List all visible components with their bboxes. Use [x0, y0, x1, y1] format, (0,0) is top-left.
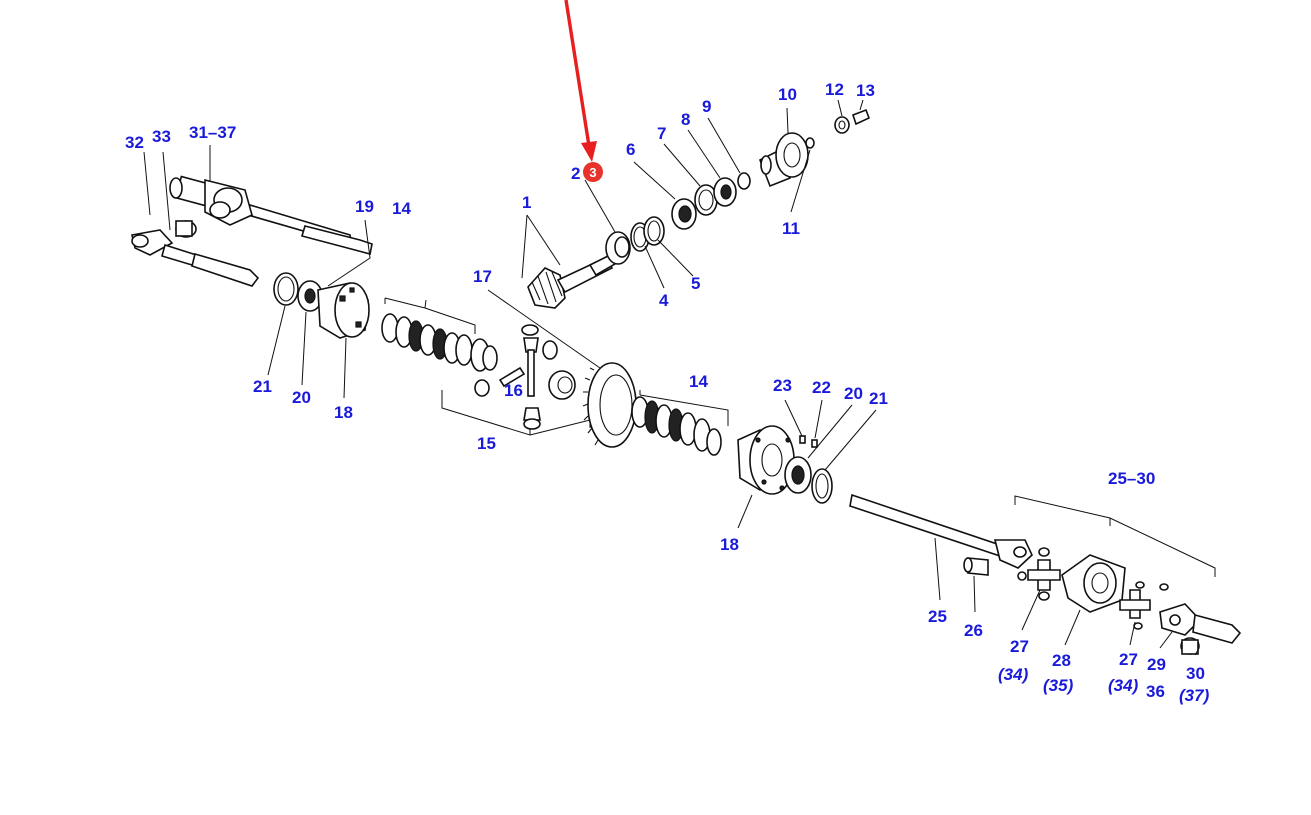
callout-29: 29 [1147, 655, 1166, 674]
callout-11: 11 [782, 219, 800, 238]
callout-25: 25 [928, 607, 947, 626]
callout-1: 1 [522, 193, 531, 212]
right-axle-assembly [849, 493, 1242, 655]
pinion-gear-assembly [527, 253, 617, 309]
pinion-flange [758, 108, 871, 188]
callout-18-left: 18 [334, 403, 353, 422]
callout-16: 16 [504, 381, 523, 400]
callout-34-left: (34) [998, 665, 1029, 684]
callout-27-left: 27 [1010, 637, 1029, 656]
left-side-housing-parts [273, 272, 370, 339]
callout-25-30: 25–30 [1108, 469, 1155, 488]
callout-23: 23 [773, 376, 792, 395]
pinion-bearings [605, 172, 751, 265]
callout-35: (35) [1043, 676, 1074, 695]
callout-8: 8 [681, 110, 690, 129]
callout-30: 30 [1186, 664, 1205, 683]
callout-20-right: 20 [844, 384, 863, 403]
callout-27-right: 27 [1119, 650, 1138, 669]
callout-21-right: 21 [869, 389, 888, 408]
left-drive-shaft-assembly [131, 175, 373, 287]
callout-2: 2 [571, 164, 580, 183]
callout-26: 26 [964, 621, 983, 640]
callout-14-left: 14 [392, 199, 411, 218]
right-clutch-pack [631, 396, 722, 456]
callout-19: 19 [355, 197, 374, 216]
callout-34-right: (34) [1108, 676, 1139, 695]
left-clutch-pack [381, 313, 498, 372]
marker-circle[interactable] [583, 162, 603, 182]
callout-37: (37) [1179, 686, 1210, 705]
callout-9: 9 [702, 97, 711, 116]
callout-7: 7 [657, 124, 666, 143]
callout-28: 28 [1052, 651, 1071, 670]
callout-13: 13 [856, 81, 875, 100]
callout-21-left: 21 [253, 377, 272, 396]
callout-labels: 32 33 31–37 19 14 21 20 18 1 2 6 7 8 9 1… [125, 80, 1210, 705]
callout-4: 4 [659, 291, 669, 310]
callout-32: 32 [125, 133, 144, 152]
callout-18-right: 18 [720, 535, 739, 554]
selected-part-marker[interactable]: 3 [583, 162, 603, 182]
callout-17: 17 [473, 267, 492, 286]
callout-31-37: 31–37 [189, 123, 236, 142]
callout-15: 15 [477, 434, 496, 453]
callout-12: 12 [825, 80, 844, 99]
callout-5: 5 [691, 274, 700, 293]
spider-gears [474, 324, 576, 430]
leader-lines [143, 99, 1216, 656]
marker-label: 3 [589, 165, 596, 180]
callout-20-left: 20 [292, 388, 311, 407]
callout-22: 22 [812, 378, 831, 397]
right-side-housing-parts [737, 425, 833, 504]
callout-6: 6 [626, 140, 635, 159]
highlight-arrow [564, 0, 597, 162]
crown-wheel [582, 362, 637, 448]
callout-33: 33 [152, 127, 171, 146]
callout-10: 10 [778, 85, 797, 104]
callout-14-right: 14 [689, 372, 708, 391]
callout-36: 36 [1146, 682, 1165, 701]
